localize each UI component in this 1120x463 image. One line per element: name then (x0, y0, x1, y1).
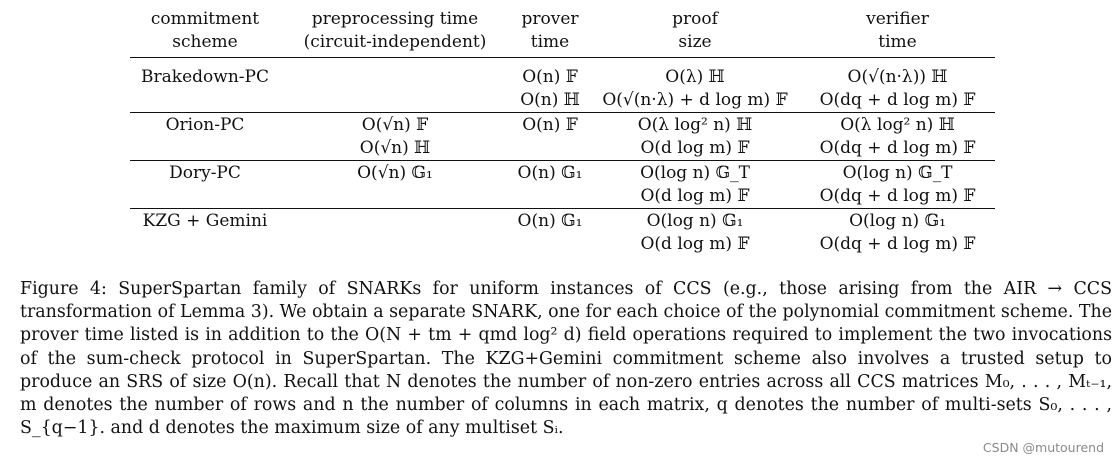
prover-value: O(n) 𝔾₁ (517, 211, 583, 231)
prover-cell: O(n) 𝔽 (510, 112, 590, 161)
preprocessing-value: O(√n) 𝔽 (361, 115, 429, 135)
prover-value: O(n) ℍ (520, 89, 580, 110)
proof-cell: O(λ log² n) ℍ O(d log m) 𝔽 (590, 112, 800, 161)
header-line: commitment (150, 9, 260, 29)
scheme-name: Brakedown-PC (141, 67, 269, 87)
caption-line: Figure 4: SuperSpartan family of SNARKs … (20, 279, 1112, 299)
scheme-name: Dory-PC (169, 163, 241, 183)
proof-value: O(log n) 𝔾_T (640, 163, 750, 183)
header-line: proof (672, 9, 718, 29)
scheme-cell: Orion-PC (130, 112, 280, 161)
verifier-value: O(log n) 𝔾₁ (849, 211, 946, 231)
proof-value: O(√(n·λ) + d log m) 𝔽 (602, 89, 788, 110)
table-row-dory: Dory-PC O(√n) 𝔾₁ O(n) 𝔾₁ O(log n) 𝔾_T O(… (130, 160, 995, 209)
scheme-cell: KZG + Gemini (130, 208, 280, 256)
proof-value: O(log n) 𝔾₁ (646, 211, 744, 231)
preprocessing-cell: O(√n) 𝔾₁ (280, 160, 510, 209)
preprocessing-cell (280, 58, 510, 113)
header-commitment-scheme: commitment scheme (130, 6, 280, 58)
scheme-name: KZG + Gemini (142, 211, 268, 231)
caption-line: number of multi-sets S₀, . . . , S_{q−1}… (20, 395, 1112, 439)
prover-value: O(n) 𝔽 (522, 115, 578, 135)
prover-cell: O(n) 𝔾₁ (510, 160, 590, 209)
verifier-value: O(λ log² n) ℍ (840, 115, 955, 135)
proof-cell: O(log n) 𝔾_T O(d log m) 𝔽 (590, 160, 800, 209)
prover-value: O(n) 𝔽 (522, 67, 578, 87)
verifier-value: O(dq + d log m) 𝔽 (819, 89, 976, 110)
caption-line: a trusted setup to produce an SRS of siz… (20, 348, 1112, 392)
header-line: verifier (866, 9, 929, 29)
preprocessing-cell: O(√n) 𝔽 O(√n) ℍ (280, 112, 510, 161)
proof-cell: O(λ) ℍ O(√(n·λ) + d log m) 𝔽 (590, 58, 800, 113)
figure-caption: Figure 4: SuperSpartan family of SNARKs … (20, 278, 1112, 440)
proof-value: O(λ) ℍ (665, 67, 725, 87)
proof-value: O(d log m) 𝔽 (640, 185, 750, 206)
caption-line: the two invocations of the sum-check pro… (20, 325, 1112, 369)
verifier-value: O(dq + d log m) 𝔽 (819, 185, 976, 206)
header-line: scheme (172, 31, 238, 52)
verifier-value: O(log n) 𝔾_T (842, 163, 953, 183)
header-proof-size: proof size (590, 6, 800, 58)
header-preprocessing-time: preprocessing time (circuit-independent) (280, 6, 510, 58)
scheme-cell: Brakedown-PC (130, 58, 280, 113)
header-line: (circuit-independent) (303, 31, 487, 52)
proof-value: O(d log m) 𝔽 (640, 137, 750, 158)
header-line: preprocessing time (311, 9, 479, 29)
table-row-orion: Orion-PC O(√n) 𝔽 O(√n) ℍ O(n) 𝔽 O(λ log²… (130, 112, 995, 161)
verifier-value: O(√(n·λ)) ℍ (847, 67, 948, 87)
verifier-cell: O(log n) 𝔾_T O(dq + d log m) 𝔽 (800, 160, 995, 209)
preprocessing-cell (280, 208, 510, 256)
proof-value: O(λ log² n) ℍ (637, 115, 753, 135)
verifier-cell: O(√(n·λ)) ℍ O(dq + d log m) 𝔽 (800, 58, 995, 113)
proof-cell: O(log n) 𝔾₁ O(d log m) 𝔽 (590, 208, 800, 256)
caption-line: scheme. The prover time listed is in add… (20, 302, 1112, 346)
verifier-value: O(dq + d log m) 𝔽 (819, 137, 976, 158)
scheme-cell: Dory-PC (130, 160, 280, 209)
prover-value: O(n) 𝔾₁ (517, 163, 583, 183)
verifier-cell: O(log n) 𝔾₁ O(dq + d log m) 𝔽 (800, 208, 995, 256)
prover-cell: O(n) 𝔽 O(n) ℍ (510, 58, 590, 113)
header-line: time (878, 31, 917, 52)
preprocessing-value: O(√n) ℍ (359, 137, 431, 158)
table-row-brakedown: Brakedown-PC O(n) 𝔽 O(n) ℍ O(λ) ℍ O(√(n·… (130, 58, 995, 113)
prover-cell: O(n) 𝔾₁ (510, 208, 590, 256)
preprocessing-value: O(√n) 𝔾₁ (357, 163, 433, 183)
header-line: time (530, 31, 570, 52)
verifier-cell: O(λ log² n) ℍ O(dq + d log m) 𝔽 (800, 112, 995, 161)
verifier-value: O(dq + d log m) 𝔽 (819, 233, 976, 254)
header-line: size (678, 31, 712, 52)
scheme-name: Orion-PC (165, 115, 245, 135)
header-prover-time: prover time (510, 6, 590, 58)
table-row-kzg-gemini: KZG + Gemini O(n) 𝔾₁ O(log n) 𝔾₁ O(d log… (130, 208, 995, 256)
table-header-row: commitment scheme preprocessing time (ci… (130, 6, 995, 58)
header-line: prover (521, 9, 579, 29)
caption-line: transformation of Lemma 3). We obtain a … (20, 302, 996, 323)
csdn-watermark: CSDN @mutourend (980, 439, 1106, 456)
header-verifier-time: verifier time (800, 6, 995, 58)
snark-comparison-table: commitment scheme preprocessing time (ci… (130, 6, 995, 256)
proof-value: O(d log m) 𝔽 (640, 233, 750, 254)
caption-line: matrices M₀, . . . , Mₜ₋₁, m denotes the… (20, 371, 1112, 416)
